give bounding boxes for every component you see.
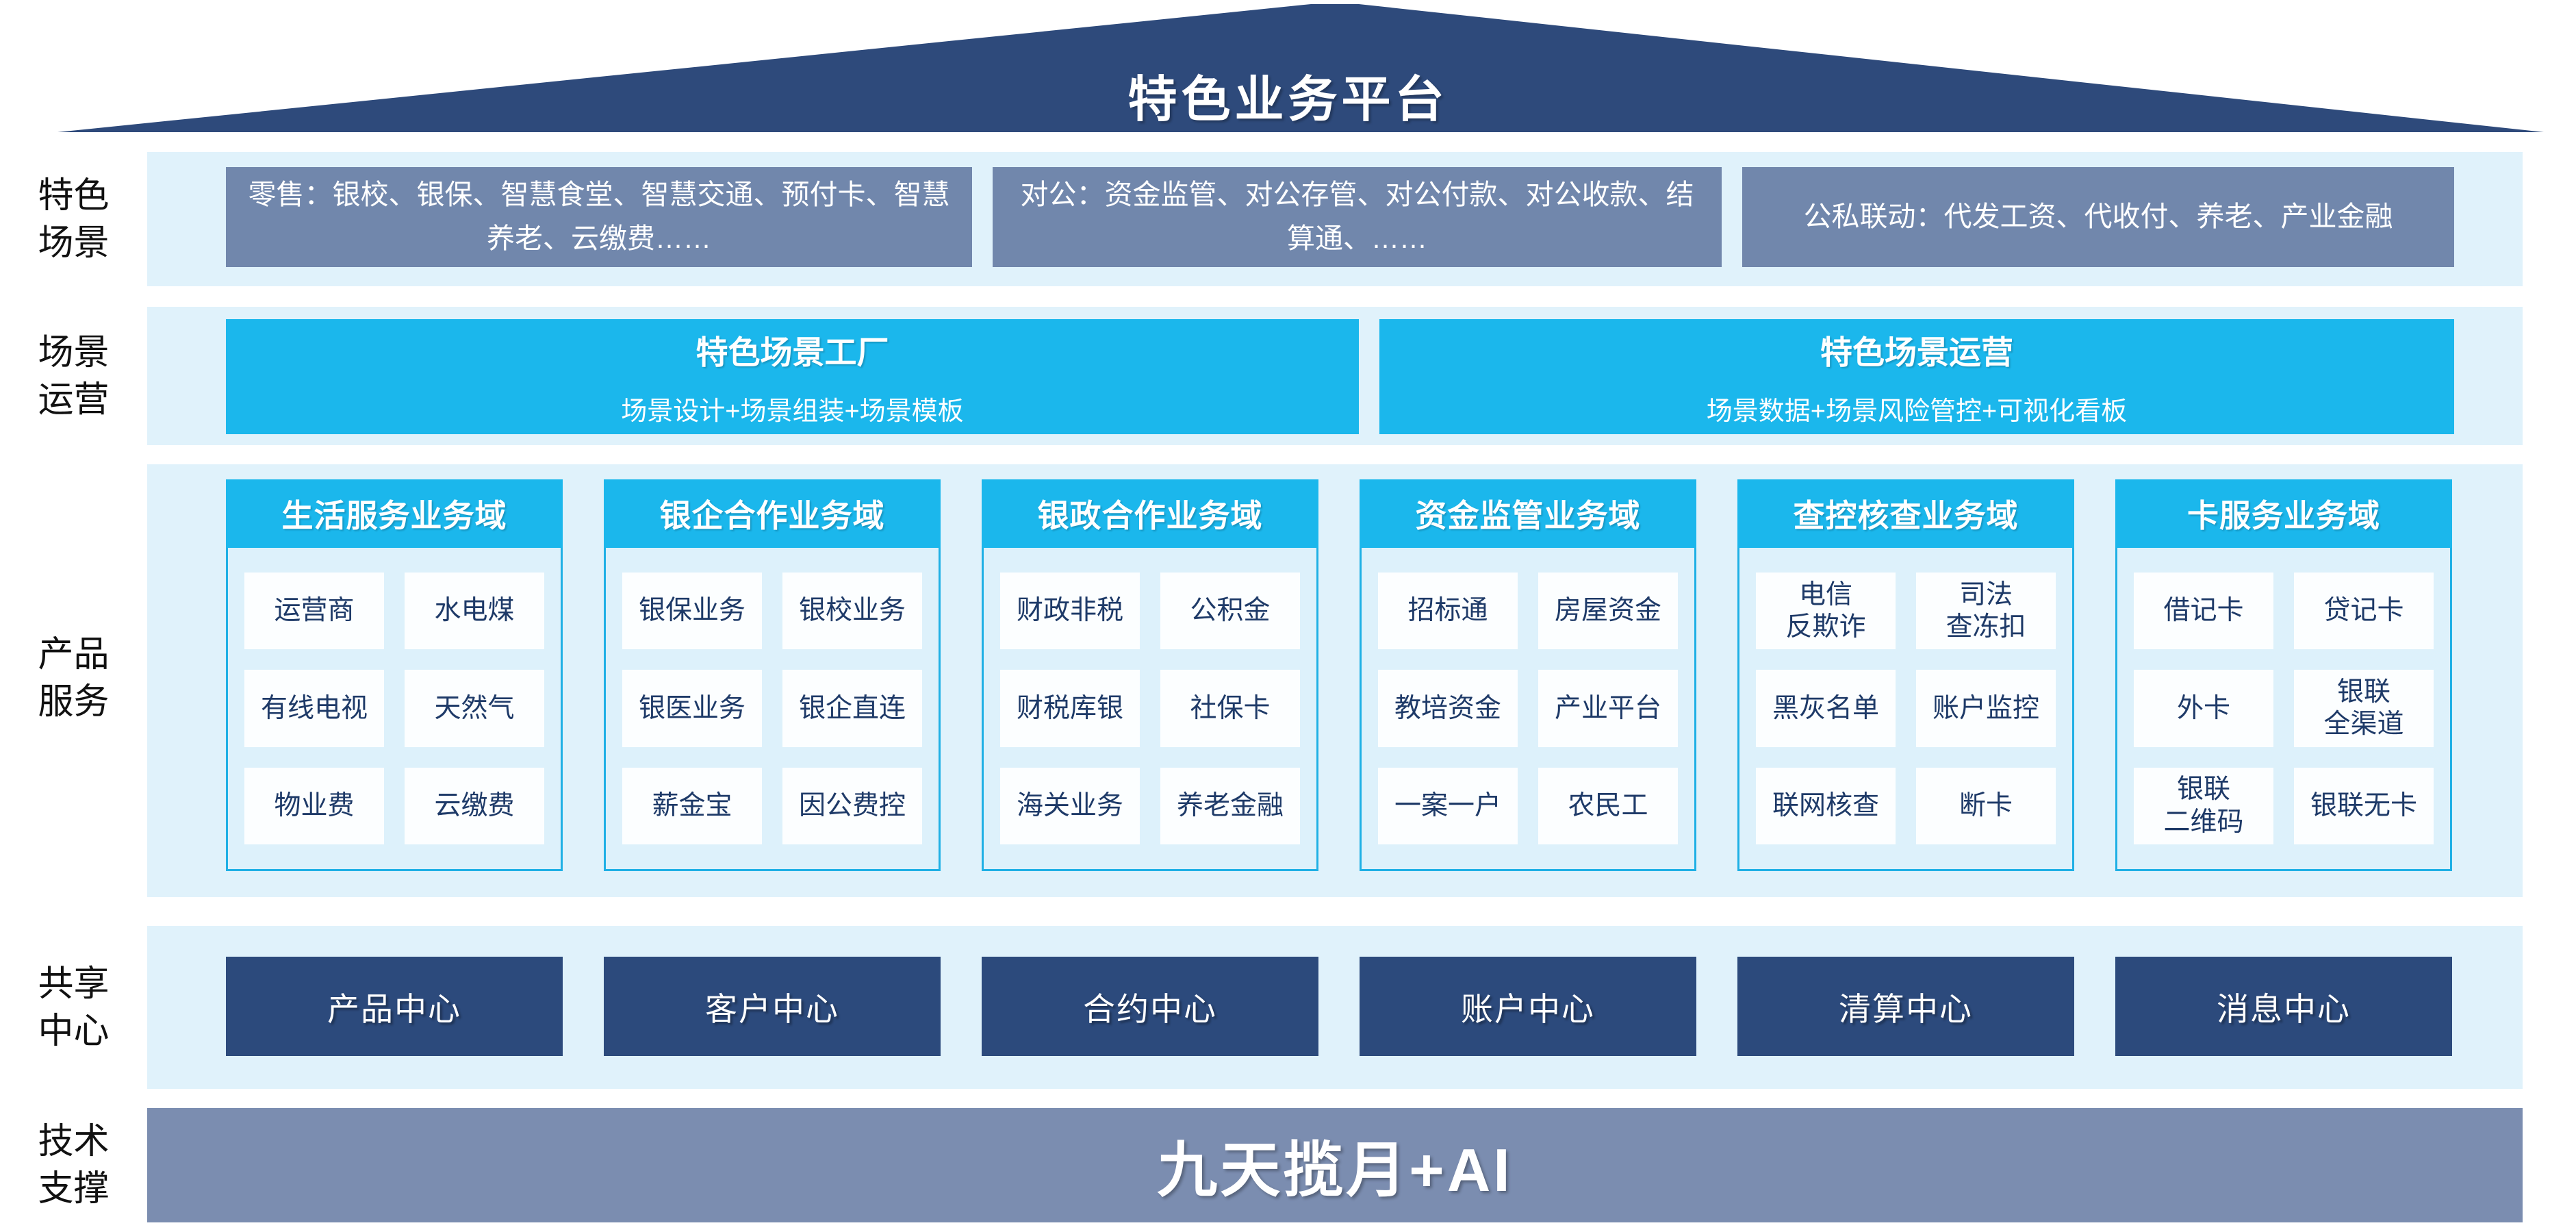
domain-item: 银联 全渠道	[2294, 670, 2434, 747]
operation-box-title: 特色场景工厂	[696, 334, 889, 370]
scene-box-corporate: 对公：资金监管、对公存管、对公付款、对公收款、结算通、……	[993, 167, 1722, 267]
domain-header: 查控核查业务域	[1737, 479, 2074, 548]
domain-item: 公积金	[1160, 573, 1300, 650]
domain-item: 司法 查冻扣	[1916, 573, 2056, 650]
operation-box-title: 特色场景运营	[1820, 334, 2013, 370]
domain-item: 薪金宝	[622, 767, 762, 844]
domain-body: 招标通 房屋资金 教培资金 产业平台 一案一户 农民工	[1360, 548, 1696, 871]
domain-item: 银联 二维码	[2134, 767, 2273, 844]
center-box-account: 账户中心	[1360, 957, 1696, 1056]
domain-body: 运营商 水电煤 有线电视 天然气 物业费 云缴费	[226, 548, 563, 871]
domain-body: 借记卡 贷记卡 外卡 银联 全渠道 银联 二维码 银联无卡	[2115, 548, 2452, 871]
scene-box-public-private: 公私联动：代发工资、代收付、养老、产业金融	[1742, 167, 2454, 267]
domain-body: 银保业务 银校业务 银医业务 银企直连 薪金宝 因公费控	[604, 548, 941, 871]
domain-column-card-service: 卡服务业务域 借记卡 贷记卡 外卡 银联 全渠道 银联 二维码 银联无卡	[2115, 479, 2452, 871]
domain-body: 电信 反欺诈 司法 查冻扣 黑灰名单 账户监控 联网核查 断卡	[1737, 548, 2074, 871]
domain-item: 银校业务	[782, 573, 922, 650]
roof-shape	[58, 4, 2544, 132]
center-box-message: 消息中心	[2115, 957, 2452, 1056]
scene-box-retail: 零售：银校、银保、智慧食堂、智慧交通、预付卡、智慧养老、云缴费……	[226, 167, 972, 267]
page-title: 特色业务平台	[1127, 73, 1449, 127]
domain-item: 账户监控	[1916, 670, 2056, 747]
domain-item: 有线电视	[244, 670, 384, 747]
scene-band: 零售：银校、银保、智慧食堂、智慧交通、预付卡、智慧养老、云缴费…… 对公：资金监…	[147, 152, 2523, 286]
domain-item: 财税库银	[1000, 670, 1140, 747]
domain-item: 银保业务	[622, 573, 762, 650]
domain-column-bank-government: 银政合作业务域 财政非税 公积金 财税库银 社保卡 海关业务 养老金融	[982, 479, 1318, 871]
domain-item: 物业费	[244, 767, 384, 844]
domain-header: 卡服务业务域	[2115, 479, 2452, 548]
tech-support-bar: 九天揽月+AI	[147, 1108, 2523, 1222]
operation-band: 特色场景工厂 场景设计+场景组装+场景模板 特色场景运营 场景数据+场景风险管控…	[147, 307, 2523, 445]
side-label-operation: 场景 运营	[38, 333, 110, 420]
domain-item: 天然气	[405, 670, 544, 747]
domain-item: 银企直连	[782, 670, 922, 747]
domain-item: 黑灰名单	[1756, 670, 1896, 747]
domain-item: 房屋资金	[1538, 573, 1678, 650]
domain-header: 生活服务业务域	[226, 479, 563, 548]
domain-item: 运营商	[244, 573, 384, 650]
share-band: 产品中心 客户中心 合约中心 账户中心 清算中心 消息中心	[147, 926, 2523, 1089]
center-box-customer: 客户中心	[604, 957, 941, 1056]
domain-item: 水电煤	[405, 573, 544, 650]
domain-item: 断卡	[1916, 767, 2056, 844]
domain-item: 银医业务	[622, 670, 762, 747]
domain-column-life-service: 生活服务业务域 运营商 水电煤 有线电视 天然气 物业费 云缴费	[226, 479, 563, 871]
domain-header: 银政合作业务域	[982, 479, 1318, 548]
domain-item: 电信 反欺诈	[1756, 573, 1896, 650]
side-label-product: 产品 服务	[38, 635, 110, 722]
domain-item: 外卡	[2134, 670, 2273, 747]
domain-item: 一案一户	[1378, 767, 1518, 844]
side-label-share: 共享 中心	[38, 964, 110, 1051]
domain-item: 招标通	[1378, 573, 1518, 650]
product-band: 生活服务业务域 运营商 水电煤 有线电视 天然气 物业费 云缴费 银企合作业务域…	[147, 464, 2523, 897]
domain-column-fund-supervision: 资金监管业务域 招标通 房屋资金 教培资金 产业平台 一案一户 农民工	[1360, 479, 1696, 871]
side-label-tech: 技术 支撑	[38, 1122, 110, 1209]
domain-item: 社保卡	[1160, 670, 1300, 747]
domain-item: 因公费控	[782, 767, 922, 844]
domain-item: 海关业务	[1000, 767, 1140, 844]
domain-header: 资金监管业务域	[1360, 479, 1696, 548]
operation-box-factory: 特色场景工厂 场景设计+场景组装+场景模板	[226, 319, 1359, 434]
domain-item: 教培资金	[1378, 670, 1518, 747]
operation-box-subtitle: 场景设计+场景组装+场景模板	[621, 397, 964, 426]
domain-item: 云缴费	[405, 767, 544, 844]
domain-body: 财政非税 公积金 财税库银 社保卡 海关业务 养老金融	[982, 548, 1318, 871]
domain-item: 银联无卡	[2294, 767, 2434, 844]
domain-item: 借记卡	[2134, 573, 2273, 650]
domain-column-bank-enterprise: 银企合作业务域 银保业务 银校业务 银医业务 银企直连 薪金宝 因公费控	[604, 479, 941, 871]
side-label-scene: 特色 场景	[38, 176, 110, 263]
domain-item: 贷记卡	[2294, 573, 2434, 650]
operation-box-operation: 特色场景运营 场景数据+场景风险管控+可视化看板	[1379, 319, 2454, 434]
operation-box-subtitle: 场景数据+场景风险管控+可视化看板	[1706, 397, 2128, 426]
domain-item: 养老金融	[1160, 767, 1300, 844]
domain-item: 农民工	[1538, 767, 1678, 844]
center-box-contract: 合约中心	[982, 957, 1318, 1056]
domain-column-inquiry-control: 查控核查业务域 电信 反欺诈 司法 查冻扣 黑灰名单 账户监控 联网核查 断卡	[1737, 479, 2074, 871]
domain-header: 银企合作业务域	[604, 479, 941, 548]
center-box-product: 产品中心	[226, 957, 563, 1056]
domain-item: 财政非税	[1000, 573, 1140, 650]
center-box-clearing: 清算中心	[1737, 957, 2074, 1056]
domain-item: 产业平台	[1538, 670, 1678, 747]
domain-item: 联网核查	[1756, 767, 1896, 844]
